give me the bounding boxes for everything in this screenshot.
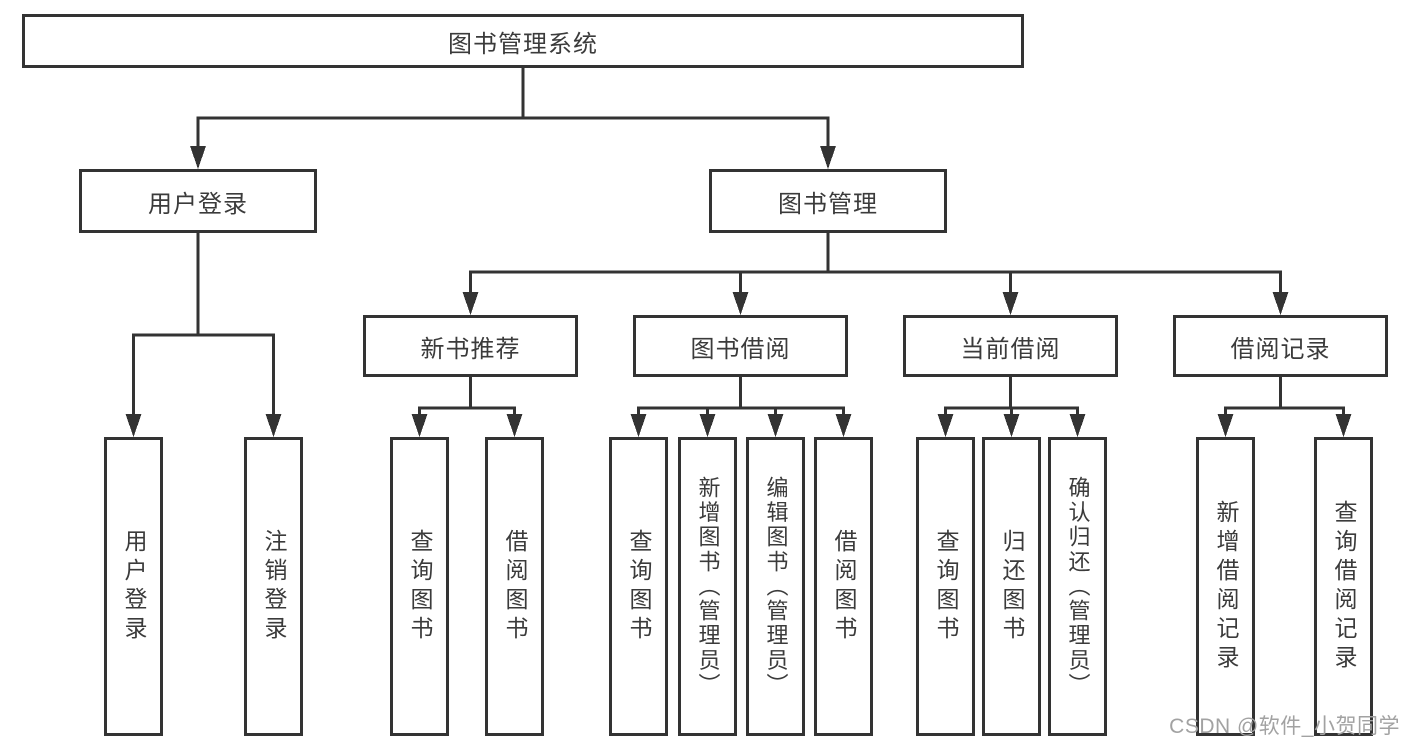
arrow-down-icon: [835, 414, 852, 437]
node-book-borrow: 图书借阅: [633, 315, 848, 377]
arrow-down-icon: [125, 414, 142, 437]
leaf-user-login: 用户登录: [104, 437, 163, 736]
node-user-login-label: 用户登录: [148, 190, 248, 218]
node-user-login: 用户登录: [79, 169, 317, 233]
arrow-down-icon: [732, 292, 749, 315]
leaf-borrow-add-books-admin-label: 新增图书（管理员）: [695, 475, 721, 698]
arrow-down-icon: [820, 146, 836, 169]
watermark: CSDN @软件_小贺同学: [1169, 715, 1400, 738]
node-current-borrow-label: 当前借阅: [960, 335, 1061, 363]
arrow-down-icon: [411, 414, 428, 437]
leaf-record-query-borrow-record: 查询借阅记录: [1314, 437, 1373, 736]
arrow-down-icon: [506, 414, 523, 437]
connector-user-login-children: [125, 231, 282, 437]
arrow-down-icon: [630, 414, 647, 437]
node-new-book-recommend: 新书推荐: [363, 315, 578, 377]
leaf-newbook-borrow-books-label: 借阅图书: [502, 528, 528, 645]
leaf-borrow-edit-books-admin: 编辑图书（管理员）: [746, 437, 805, 736]
node-new-book-recommend-label: 新书推荐: [420, 335, 521, 363]
leaf-current-confirm-return-admin: 确认归还（管理员）: [1048, 437, 1107, 736]
leaf-borrow-query-books-label: 查询图书: [626, 528, 652, 645]
leaf-current-confirm-return-admin-label: 确认归还（管理员）: [1065, 475, 1091, 698]
leaf-logout: 注销登录: [244, 437, 303, 736]
node-book-management: 图书管理: [709, 169, 947, 233]
arrow-down-icon: [1002, 292, 1019, 315]
leaf-current-return-books: 归还图书: [982, 437, 1041, 736]
leaf-logout-label: 注销登录: [261, 528, 287, 645]
leaf-current-query-books: 查询图书: [916, 437, 975, 736]
arrow-down-icon: [1069, 414, 1086, 437]
arrow-down-icon: [1217, 414, 1234, 437]
arrow-down-icon: [767, 414, 784, 437]
leaf-borrow-edit-books-admin-label: 编辑图书（管理员）: [763, 475, 789, 698]
arrow-down-icon: [265, 414, 282, 437]
node-book-management-label: 图书管理: [778, 190, 878, 218]
arrow-down-icon: [1335, 414, 1352, 437]
connector-book-borrow-children: [630, 375, 852, 437]
arrow-down-icon: [1003, 414, 1020, 437]
node-root-label: 图书管理系统: [448, 30, 598, 58]
leaf-newbook-borrow-books: 借阅图书: [485, 437, 544, 736]
leaf-current-query-books-label: 查询图书: [933, 528, 959, 645]
leaf-borrow-borrow-books-label: 借阅图书: [831, 528, 857, 645]
connector-new-book-children: [411, 375, 523, 437]
arrow-down-icon: [937, 414, 954, 437]
leaf-current-return-books-label: 归还图书: [999, 528, 1025, 645]
leaf-borrow-borrow-books: 借阅图书: [814, 437, 873, 736]
node-current-borrow: 当前借阅: [903, 315, 1118, 377]
arrow-down-icon: [1272, 292, 1289, 315]
leaf-newbook-query-books-label: 查询图书: [407, 528, 433, 645]
leaf-record-add-borrow-record: 新增借阅记录: [1196, 437, 1255, 736]
connector-root-to-branches: [190, 66, 836, 169]
arrow-down-icon: [699, 414, 716, 437]
leaf-record-query-borrow-record-label: 查询借阅记录: [1331, 499, 1357, 674]
arrow-down-icon: [462, 292, 479, 315]
leaf-user-login-label: 用户登录: [121, 528, 147, 645]
node-book-borrow-label: 图书借阅: [690, 335, 791, 363]
arrow-down-icon: [190, 146, 206, 169]
node-borrow-records: 借阅记录: [1173, 315, 1388, 377]
leaf-borrow-add-books-admin: 新增图书（管理员）: [678, 437, 737, 736]
connector-book-management-children: [462, 231, 1289, 315]
node-borrow-records-label: 借阅记录: [1230, 335, 1331, 363]
leaf-newbook-query-books: 查询图书: [390, 437, 449, 736]
leaf-record-add-borrow-record-label: 新增借阅记录: [1213, 499, 1239, 674]
connector-current-borrow-children: [937, 375, 1086, 437]
connector-borrow-record-children: [1217, 375, 1352, 437]
node-root: 图书管理系统: [22, 14, 1024, 68]
leaf-borrow-query-books: 查询图书: [609, 437, 668, 736]
